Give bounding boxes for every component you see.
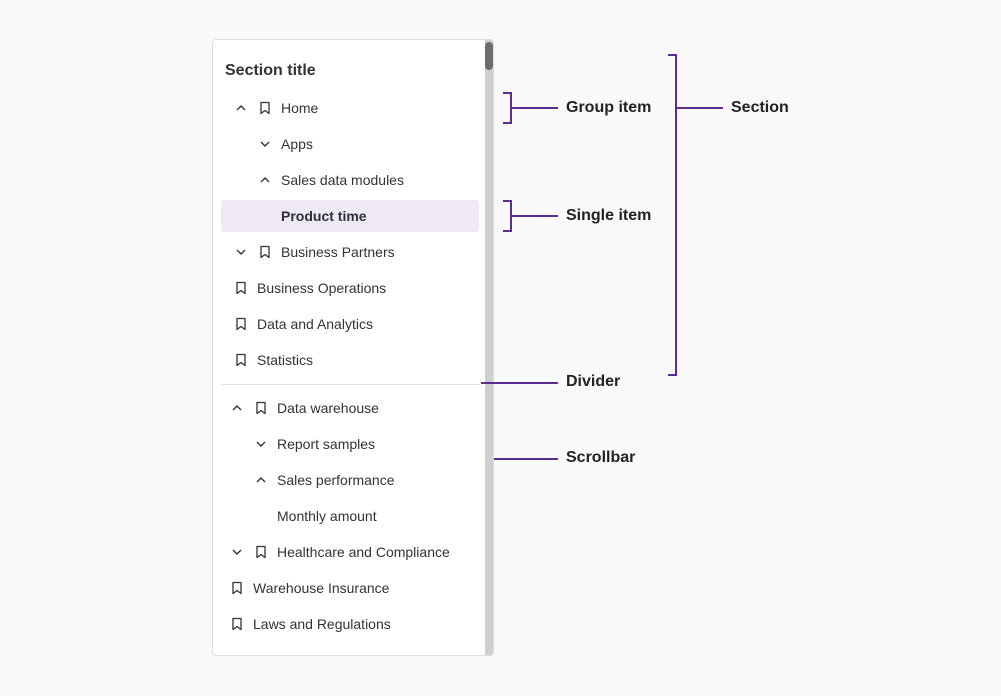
nav-item-label: Business Partners — [281, 244, 395, 260]
chevron-down-icon[interactable] — [253, 436, 269, 452]
section-bracket — [668, 54, 677, 376]
navigation-panel: Section title Home Apps Sales data modul… — [212, 39, 494, 656]
nav-item-label: Data and Analytics — [257, 316, 373, 332]
chevron-down-icon[interactable] — [257, 136, 273, 152]
chevron-up-icon[interactable] — [257, 172, 273, 188]
annotation-section: Section — [731, 99, 789, 116]
scrollbar-track[interactable] — [485, 40, 493, 655]
bookmark-icon — [236, 281, 246, 295]
nav-item-home[interactable]: Home — [221, 92, 479, 124]
bookmark-icon — [256, 545, 266, 559]
nav-item-healthcare-and-compliance[interactable]: Healthcare and Compliance — [217, 536, 479, 568]
nav-item-label: Sales data modules — [281, 172, 404, 188]
nav-item-sales-performance[interactable]: Sales performance — [217, 464, 479, 496]
nav-item-label: Healthcare and Compliance — [277, 544, 450, 560]
single-item-bracket — [503, 200, 512, 232]
annotation-divider: Divider — [566, 373, 621, 390]
nav-item-report-samples[interactable]: Report samples — [217, 428, 479, 460]
nav-item-label: Monthly amount — [277, 508, 377, 524]
nav-item-label: Laws and Regulations — [253, 616, 391, 632]
nav-item-label: Home — [281, 100, 319, 116]
nav-item-statistics[interactable]: Statistics — [221, 344, 479, 376]
section-title: Section title — [225, 62, 316, 79]
nav-item-label: Warehouse Insurance — [253, 580, 390, 596]
group-item-bracket — [503, 92, 512, 124]
nav-item-product-time[interactable]: Product time — [221, 200, 479, 232]
chevron-down-icon[interactable] — [229, 544, 245, 560]
chevron-up-icon[interactable] — [229, 400, 245, 416]
bookmark-icon — [232, 617, 242, 631]
nav-item-data-and-analytics[interactable]: Data and Analytics — [221, 308, 479, 340]
nav-item-business-operations[interactable]: Business Operations — [221, 272, 479, 304]
bookmark-icon — [236, 317, 246, 331]
nav-item-label: Apps — [281, 136, 313, 152]
nav-item-laws-and-regulations[interactable]: Laws and Regulations — [217, 608, 479, 640]
chevron-up-icon[interactable] — [233, 100, 249, 116]
nav-item-label: Statistics — [257, 352, 314, 368]
bookmark-icon — [232, 581, 242, 595]
nav-item-warehouse-insurance[interactable]: Warehouse Insurance — [217, 572, 479, 604]
chevron-down-icon[interactable] — [233, 244, 249, 260]
annotation-scrollbar: Scrollbar — [566, 449, 636, 466]
bookmark-icon — [260, 101, 270, 115]
nav-item-label: Report samples — [277, 436, 376, 452]
bookmark-icon — [236, 353, 246, 367]
annotation-single-item: Single item — [566, 207, 652, 224]
scrollbar-thumb[interactable] — [485, 42, 493, 70]
nav-item-monthly-amount[interactable]: Monthly amount — [217, 500, 479, 532]
nav-item-apps[interactable]: Apps — [221, 128, 479, 160]
nav-item-data-warehouse[interactable]: Data warehouse — [217, 392, 479, 424]
bookmark-icon — [260, 245, 270, 259]
annotation-group-item: Group item — [566, 99, 652, 116]
nav-item-label: Sales performance — [277, 472, 395, 488]
nav-item-label: Product time — [281, 208, 367, 224]
nav-item-business-partners[interactable]: Business Partners — [221, 236, 479, 268]
nav-item-sales-data-modules[interactable]: Sales data modules — [221, 164, 479, 196]
nav-item-label: Data warehouse — [277, 400, 379, 416]
bookmark-icon — [256, 401, 266, 415]
nav-item-label: Business Operations — [257, 280, 387, 296]
divider — [221, 384, 481, 385]
chevron-up-icon[interactable] — [253, 472, 269, 488]
